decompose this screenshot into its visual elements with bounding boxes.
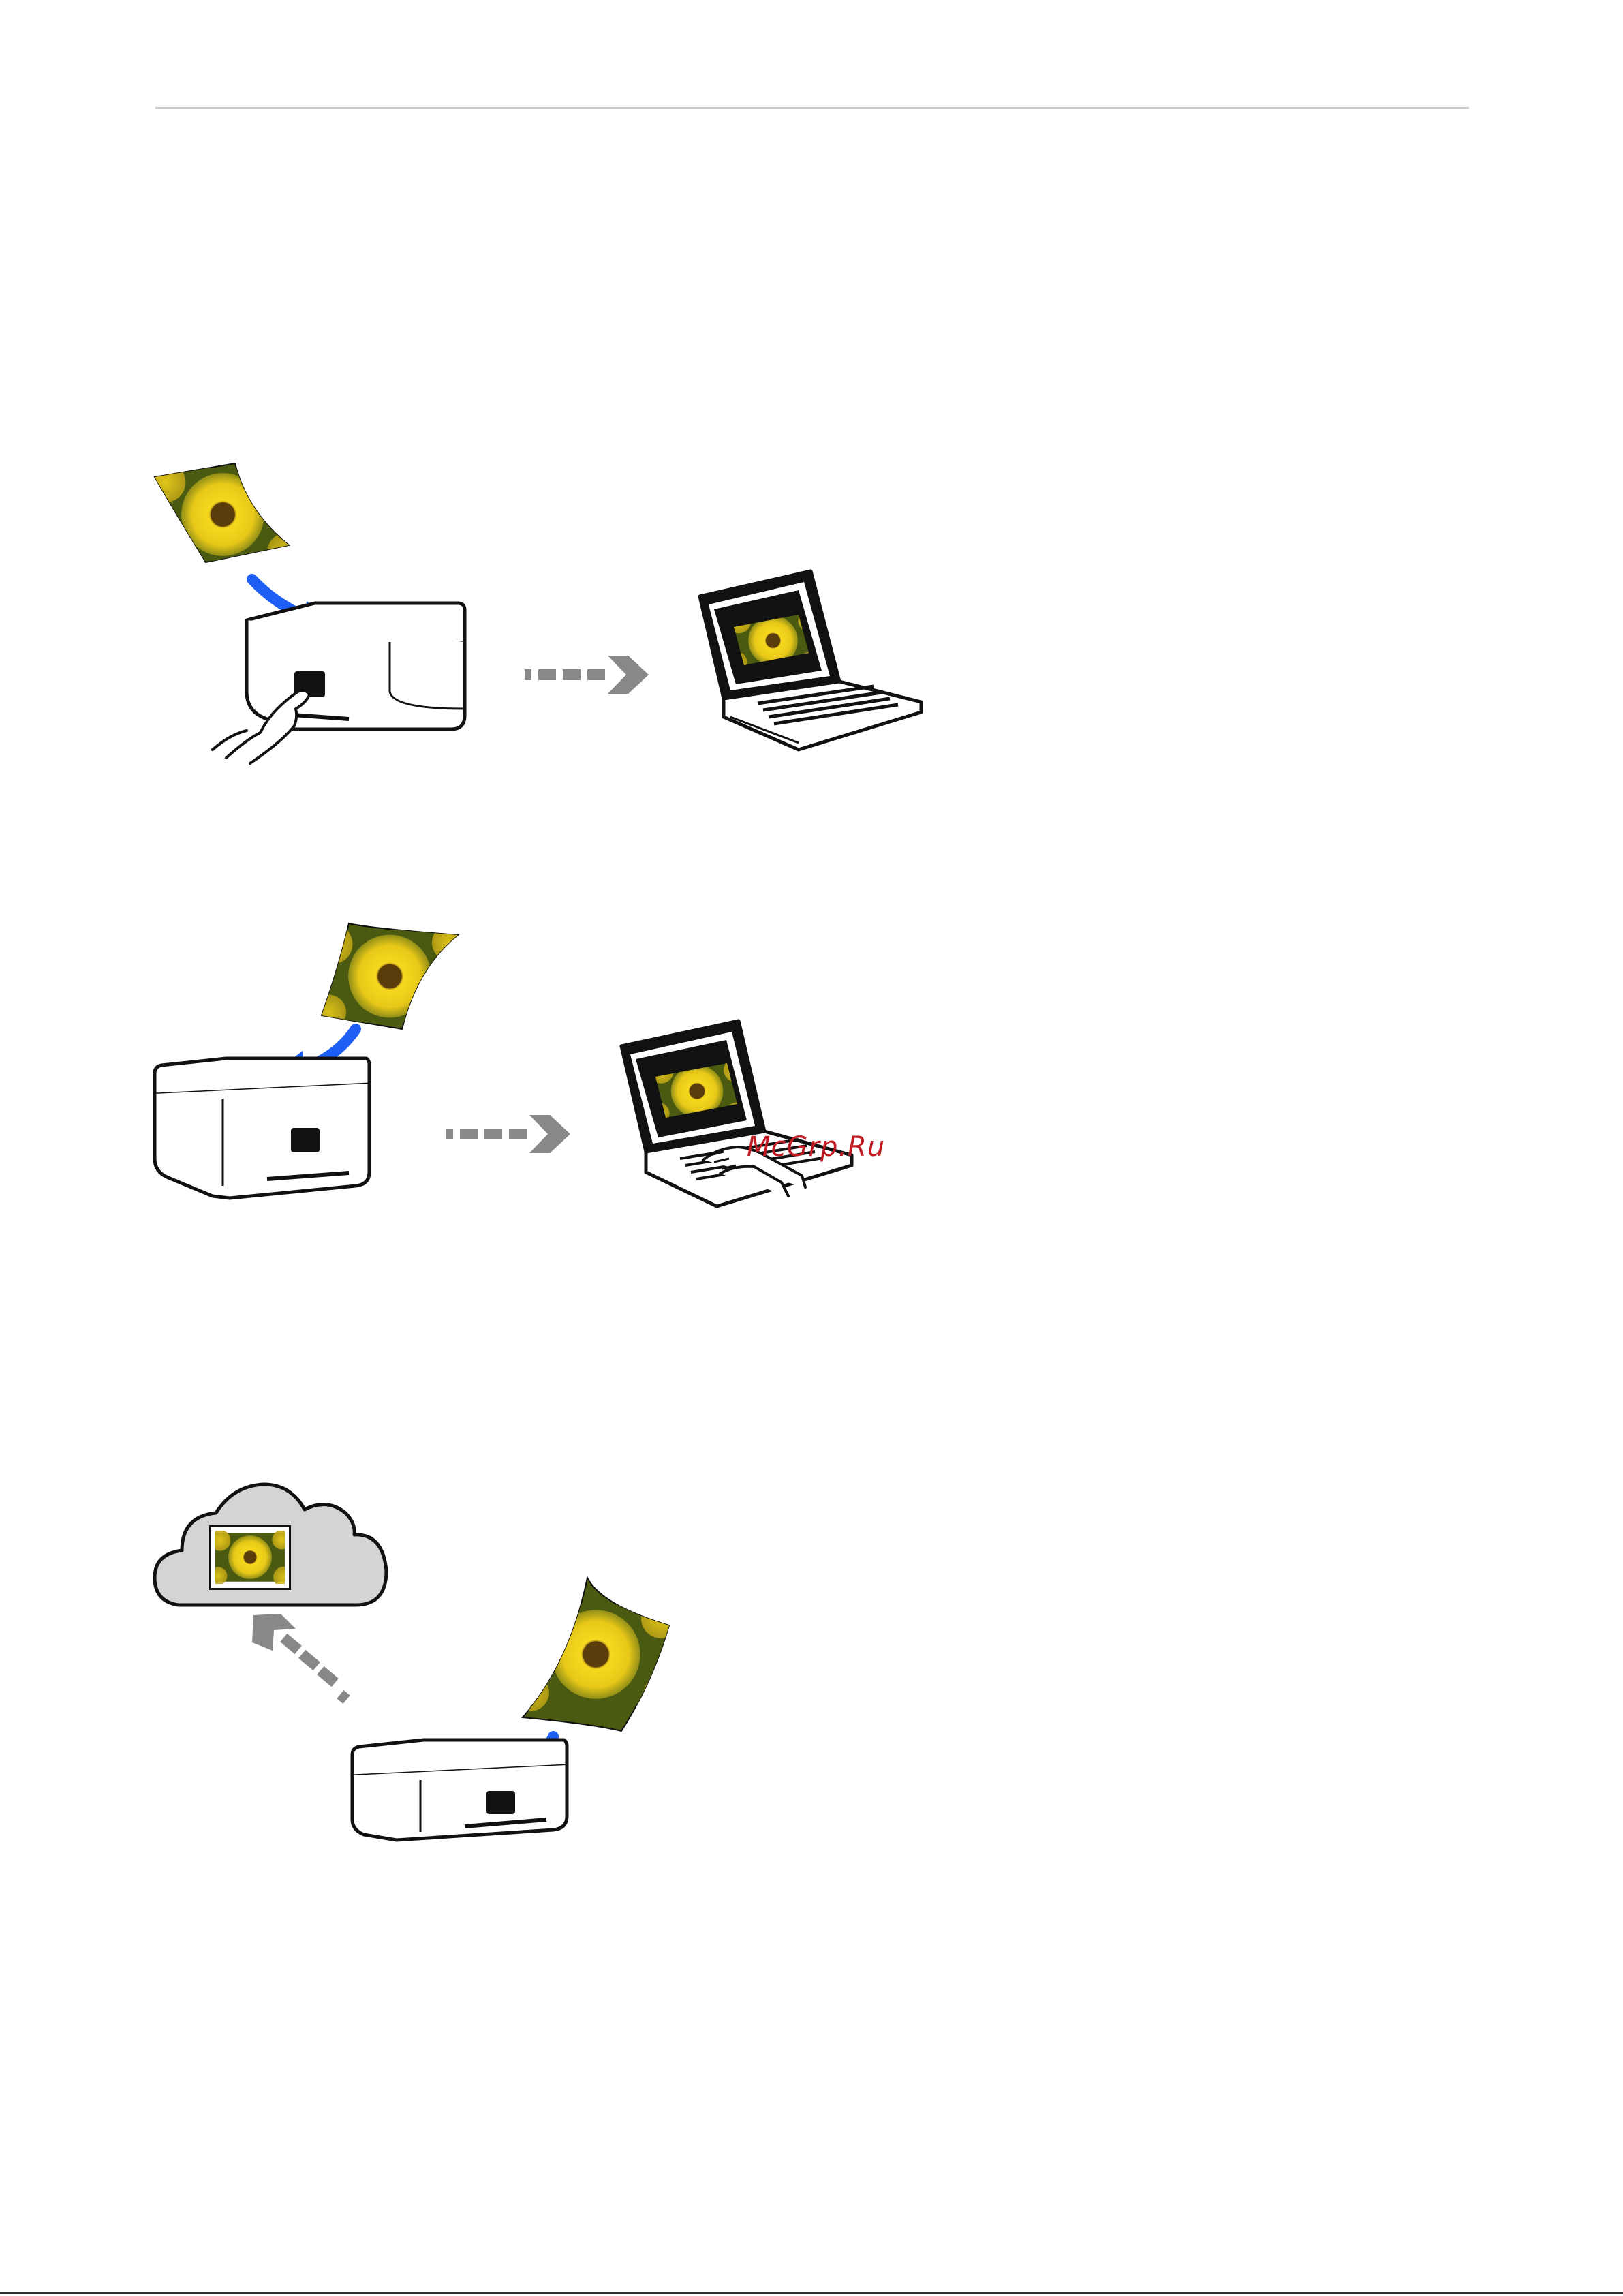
dashed-arrow-icon [525, 656, 649, 694]
dashed-arrow-icon [252, 1614, 350, 1704]
laptop-typing-icon [621, 1021, 852, 1206]
bottom-rule [0, 2292, 1623, 2294]
top-rule [155, 107, 1469, 109]
cloud-icon [155, 1484, 386, 1605]
figure-scan-from-computer [151, 920, 928, 1206]
laptop-icon [700, 571, 921, 750]
dashed-arrow-icon [446, 1115, 570, 1153]
figure-scan-to-cloud [151, 1458, 669, 1840]
printer-icon [352, 1740, 567, 1840]
figure-scan-with-printer-button [151, 463, 928, 770]
watermark: McGrp.Ru [747, 1131, 885, 1163]
photo-icon [312, 923, 474, 1035]
photo-icon [145, 462, 307, 572]
photo-icon [512, 1578, 686, 1731]
printer-icon [155, 1058, 369, 1198]
